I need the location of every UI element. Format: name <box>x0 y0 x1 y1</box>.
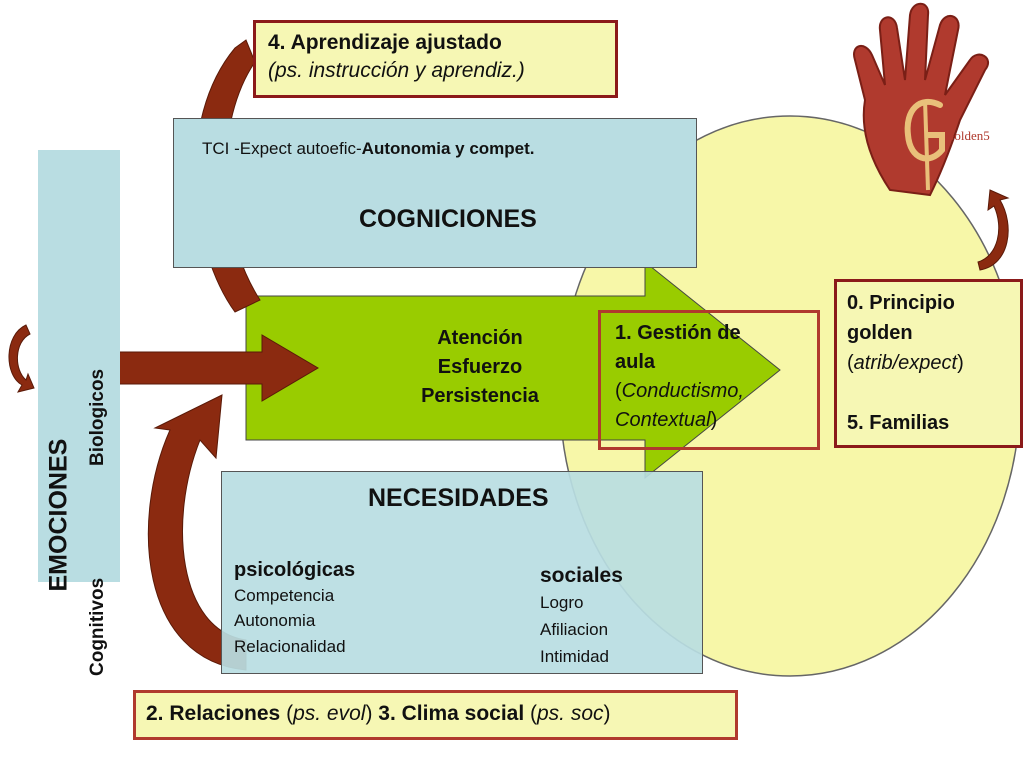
gestion-box: 1. Gestión de aula (Conductismo, Context… <box>598 310 820 450</box>
principio-paren-open: ( <box>847 352 854 374</box>
gestion-paren-open: ( <box>615 380 622 402</box>
psico-item-autonomia: Autonomia <box>234 611 316 630</box>
emociones-biologicos: Biologicos <box>87 368 108 466</box>
necesidades-title: NECESIDADES <box>368 484 549 512</box>
clima-ps-soc: ps. soc <box>537 702 604 725</box>
cogniciones-title: COGNICIONES <box>359 205 537 233</box>
sociales-item-intimidad: Intimidad <box>540 647 609 666</box>
psicologicas-title: psicológicas <box>234 559 356 581</box>
principio-line1: 0. Principio <box>847 292 955 314</box>
sociales-group: sociales Logro Afiliacion Intimidad <box>540 562 623 670</box>
emociones-title: EMOCIONES <box>44 438 73 592</box>
gestion-line2: aula <box>615 351 656 373</box>
relaciones-paren-open: ( <box>280 702 294 725</box>
cogniciones-box: TCI -Expect autoefic-Autonomia y compet.… <box>173 118 697 268</box>
gestion-paren-close: ) <box>710 409 718 431</box>
relaciones-label: 2. Relaciones <box>146 702 281 725</box>
emociones-cognitivos: Cognitivos <box>87 577 108 676</box>
cogniciones-line: TCI -Expect autoefic-Autonomia y compet. <box>202 139 535 159</box>
aprendizaje-title: 4. Aprendizaje ajustado <box>268 31 502 54</box>
emotion-arrow <box>99 334 319 402</box>
gestion-conductismo: Conductismo, <box>621 380 744 402</box>
sociales-title: sociales <box>540 564 623 587</box>
golden5-logo: Golden5 <box>850 0 1010 200</box>
sociales-item-afiliacion: Afiliacion <box>540 620 609 639</box>
relaciones-paren-close: ) <box>365 702 379 725</box>
atencion-label: Atención <box>437 327 523 349</box>
gestion-line4: Contextual) <box>615 406 803 435</box>
clima-social-label: 3. Clima social <box>378 702 525 725</box>
relaciones-box: 2. Relaciones (ps. evol) 3. Clima social… <box>133 690 738 740</box>
relaciones-ps-evol: ps. evol <box>293 702 366 725</box>
green-arrow <box>245 260 781 480</box>
logo-text: Golden5 <box>945 128 990 143</box>
small-cycle-arrow-left <box>8 324 35 393</box>
cogniciones-line-prefix: TCI -Expect autoefic- <box>202 139 362 158</box>
gestion-line1: 1. Gestión de <box>615 322 741 344</box>
aprendizaje-subtitle: (ps. instrucción y aprendiz.) <box>268 59 525 82</box>
persistencia-label: Persistencia <box>421 385 539 407</box>
small-curve-arrow-right <box>977 189 1010 271</box>
principio-line3: (atrib/expect) <box>847 348 1010 378</box>
clima-paren-close: ) <box>603 702 611 725</box>
esfuerzo-label: Esfuerzo <box>437 356 523 378</box>
principio-line2: golden <box>847 322 913 344</box>
necesidades-box: NECESIDADES psicológicas Competencia Aut… <box>221 471 703 674</box>
hand-logo-icon <box>853 2 989 197</box>
emociones-box: EMOCIONES Biologicos Cognitivos <box>38 150 120 676</box>
clima-paren-open: ( <box>524 702 537 725</box>
aprendizaje-box: 4. Aprendizaje ajustado (ps. instrucción… <box>253 20 618 98</box>
center-arrow-text: Atención Esfuerzo Persistencia <box>390 324 570 411</box>
principio-box: 0. Principio golden (atrib/expect) 5. Fa… <box>834 279 1023 448</box>
psico-item-relacionalidad: Relacionalidad <box>234 637 346 656</box>
gestion-contextual: Contextual <box>615 409 711 431</box>
curved-arrow-bottom <box>147 394 247 671</box>
sociales-item-logro: Logro <box>540 593 584 612</box>
psicologicas-group: psicológicas Competencia Autonomia Relac… <box>234 556 355 660</box>
gestion-line3: (Conductismo, <box>615 377 803 406</box>
cogniciones-line-bold: Autonomia y compet. <box>361 139 535 158</box>
psico-item-competencia: Competencia <box>234 586 335 605</box>
principio-atrib: atrib/expect <box>853 352 958 374</box>
principio-paren-close: ) <box>957 352 964 374</box>
familias-label: 5. Familias <box>847 412 950 434</box>
